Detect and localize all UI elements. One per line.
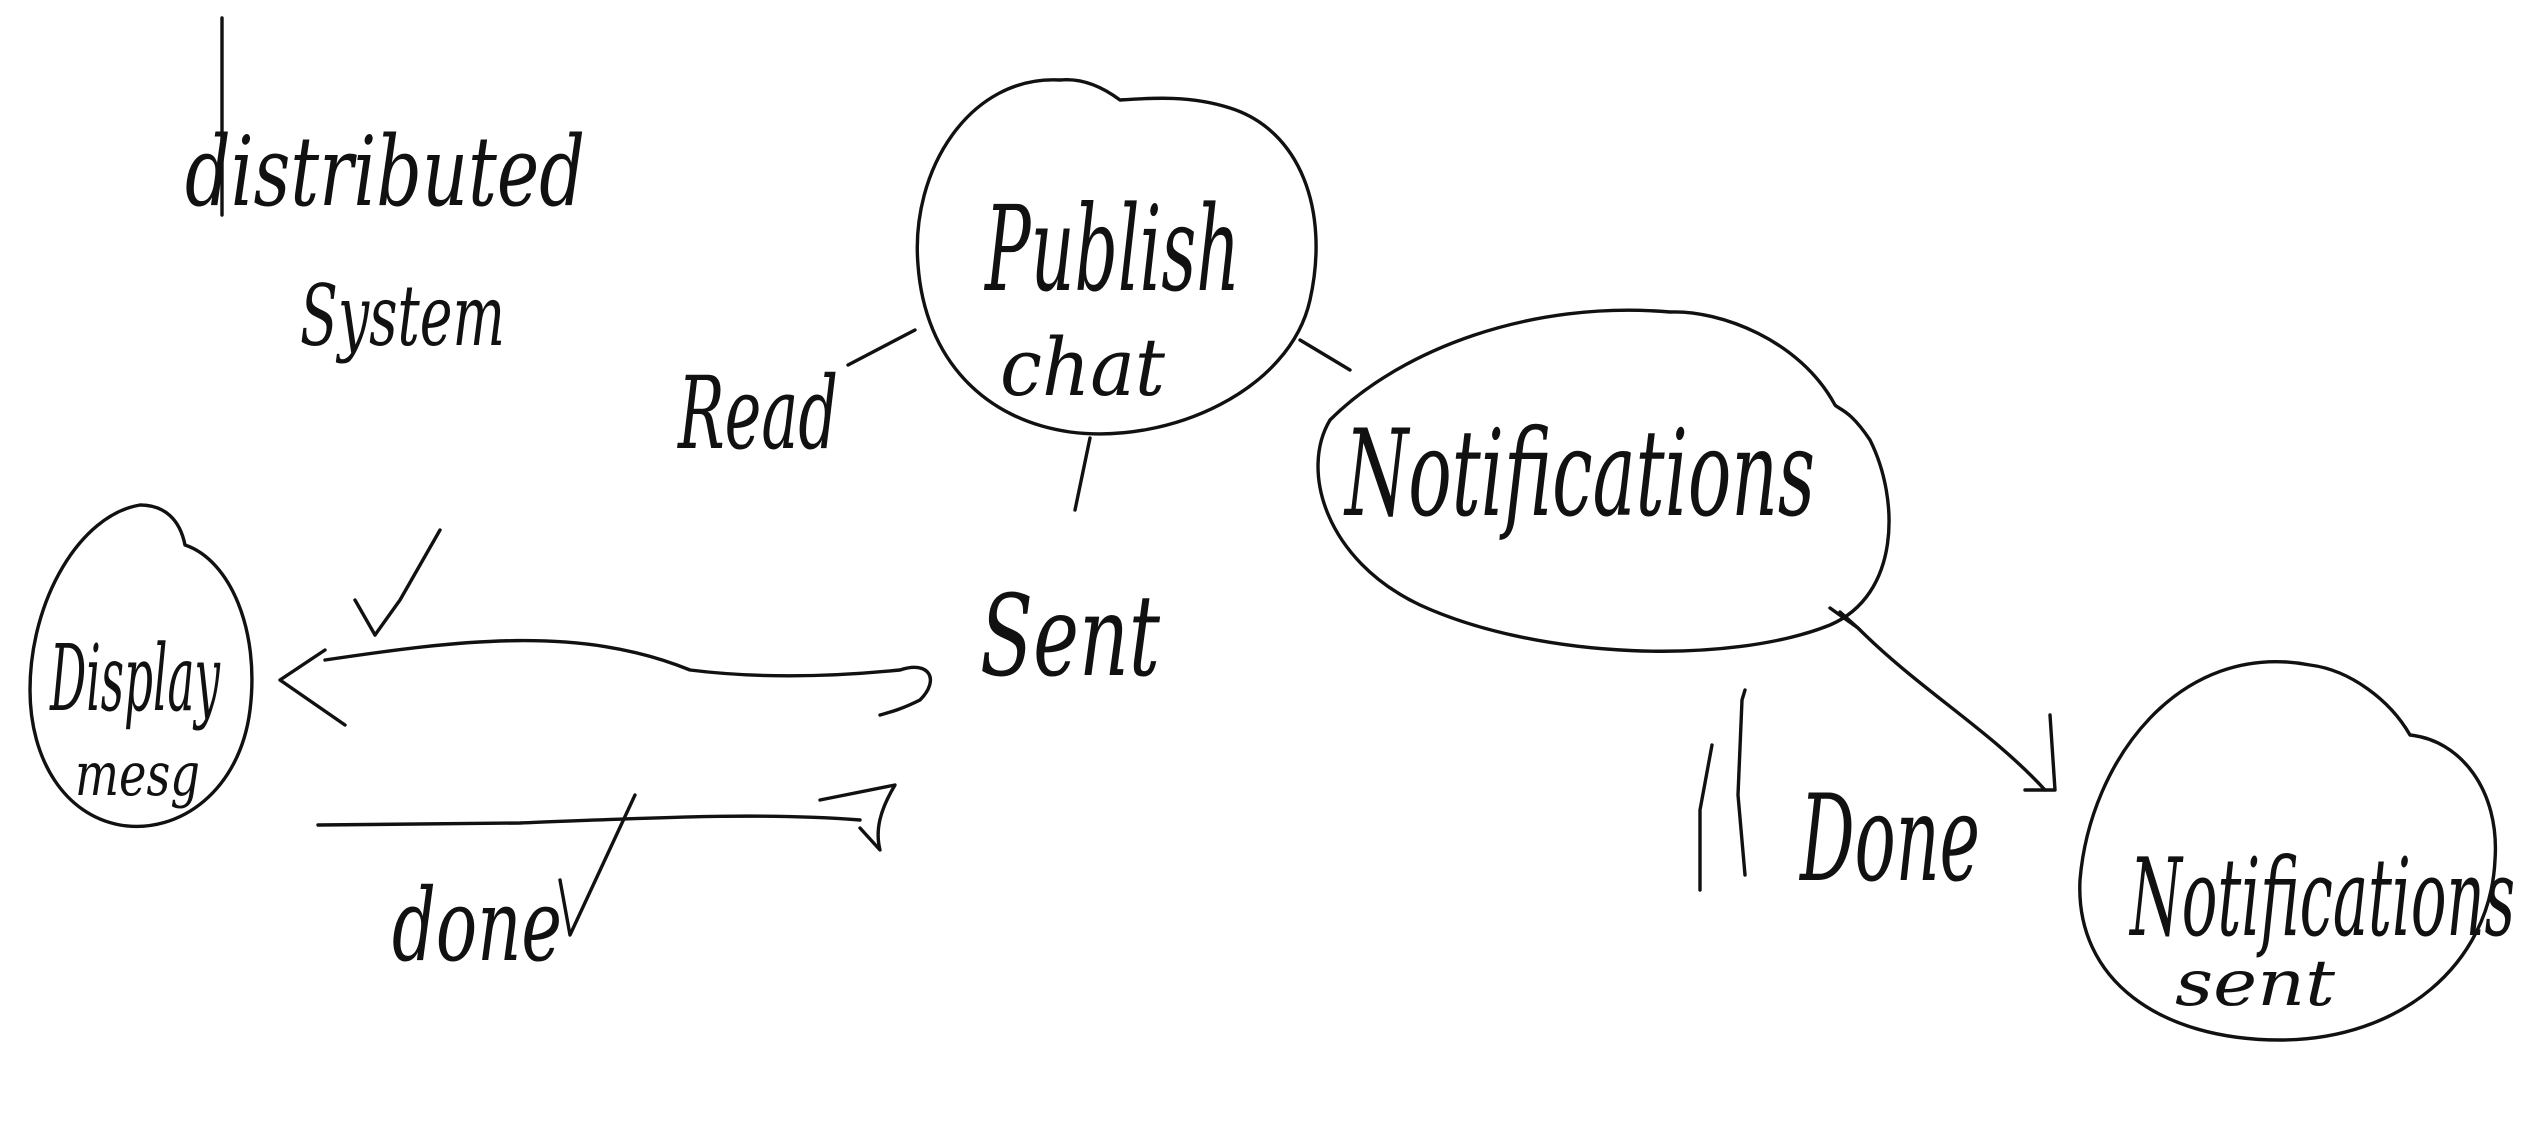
publish-chat-circle (915, 77, 1318, 436)
notifications-label: Notifications (1343, 405, 1815, 544)
arrow-tail-tick (1838, 610, 1860, 630)
display-mesg-label-line-2: mesg (75, 740, 200, 810)
done-arrow (316, 814, 862, 827)
notifications-to-sent-arrow (1828, 606, 2047, 792)
checkmark-right-icon (1736, 688, 1747, 877)
display-mesg-circle (28, 503, 254, 828)
title: distributed System (185, 16, 585, 365)
read-edge (846, 328, 917, 367)
arrow-head (2023, 713, 2057, 792)
notifications-sent-label-line-1: Notifications (2128, 836, 2515, 961)
title-line-1: distributed (185, 116, 585, 228)
display-mesg-node: Display mesg (28, 503, 254, 828)
read-label: Read (677, 355, 838, 472)
notifications-sent-label-line-2: sent (2175, 947, 2335, 1021)
publish-chat-node: Publish chat (915, 77, 1318, 436)
display-mesg-label-line-1: Display (49, 625, 220, 732)
notifications-sent-circle (2078, 659, 2498, 1042)
title-line-2: System (300, 267, 505, 365)
done-right-label: Done (1799, 770, 1980, 909)
notifications-ellipse (1316, 308, 1891, 653)
publish-chat-label-line-1: Publish (984, 180, 1240, 318)
sent-label: Sent (980, 572, 1161, 702)
notifications-sent-node: Notifications sent (2078, 659, 2515, 1042)
publish-chat-label-line-2: chat (1000, 321, 1166, 414)
sent-return-arrowhead (278, 648, 347, 727)
sent-return-arrow (323, 638, 932, 717)
done-arrow-head (818, 783, 897, 852)
checkmark-top-short-stroke (353, 598, 377, 637)
sent-edge (1073, 436, 1092, 512)
checkmark-bottom-icon (558, 793, 637, 937)
done-right-stroke (1698, 743, 1714, 892)
publish-to-notifications-edge (1298, 338, 1352, 372)
notifications-node: Notifications (1316, 308, 1891, 653)
checkmark-top-icon (373, 528, 442, 637)
done-left-label: done (392, 867, 562, 984)
